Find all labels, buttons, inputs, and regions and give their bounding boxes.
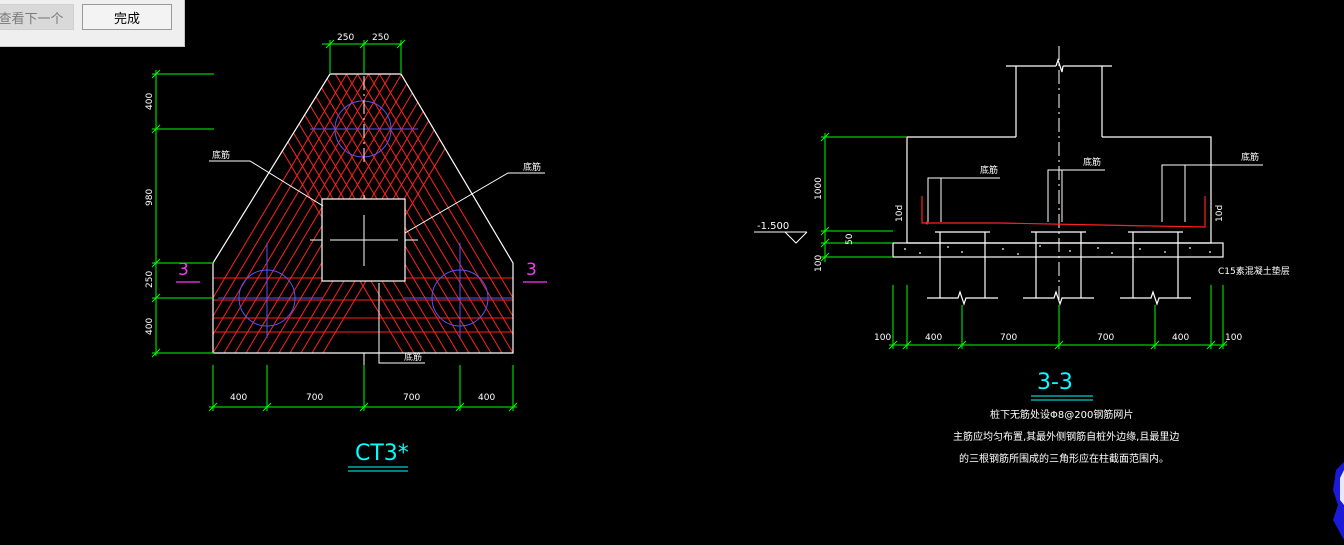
rebar-horizontal (213, 277, 513, 333)
section-left-dim-1: 1000 (814, 177, 824, 200)
aggregate-dot (1069, 250, 1071, 252)
aggregate-dot (1164, 251, 1166, 253)
section-left-dim-3: 100 (814, 255, 824, 272)
leaders-section (927, 164, 1263, 222)
section-title: 3-3 (1037, 370, 1073, 395)
aggregate-dot (1139, 248, 1141, 250)
column-stub (1006, 58, 1112, 137)
leader-label-bottom: 底筋 (404, 351, 422, 363)
plan-view: 底筋 底筋 底筋 3 3 250 250 (145, 33, 547, 472)
piles-section (927, 231, 1191, 306)
rebar-line (213, 74, 389, 353)
section-bottom-dim-3: 700 (1000, 333, 1017, 343)
view-next-button[interactable]: 查看下一个 (0, 4, 74, 30)
section-leader-1: 底筋 (980, 164, 998, 176)
side-label-right: 10d (1215, 205, 1225, 222)
aggregate-dot (919, 252, 921, 254)
section-mark-left: 3 (178, 260, 189, 280)
bottom-rebar (921, 196, 1206, 228)
bottom-dimension (208, 365, 518, 412)
section-bottom-dim-1: 100 (874, 333, 891, 343)
toolbar-dialog: 查看下一个 完成 (0, 0, 185, 47)
note-line-2: 主筋应均匀布置,其最外侧钢筋自桩外边缘,且最里边 (953, 430, 1179, 443)
section-view: 底筋 底筋 底筋 10d 10d -1.500 1000 50 100 (754, 46, 1290, 465)
aggregate-dot (1097, 247, 1099, 249)
aggregate-dot (961, 251, 963, 253)
section-mark-right: 3 (526, 260, 537, 280)
cushion-label: C15素混凝土垫层 (1218, 265, 1290, 277)
aggregate-dot (904, 248, 906, 250)
leader-label-right: 底筋 (523, 161, 541, 173)
left-dim-4: 400 (145, 318, 155, 335)
leaders (209, 160, 545, 364)
rebar-line (359, 74, 513, 353)
top-dim-2: 250 (372, 33, 389, 43)
section-left-dimension (820, 132, 907, 262)
rebar-line (213, 74, 378, 353)
elevation-mark (754, 231, 808, 244)
bottom-dim-1: 400 (230, 393, 247, 403)
note-line-1: 桩下无筋处设Φ8@200钢筋网片 (990, 408, 1133, 421)
left-dim-2: 980 (145, 189, 155, 206)
rebar-line (348, 74, 513, 353)
rebar-line (223, 74, 400, 353)
section-bottom-dim-2: 400 (925, 333, 942, 343)
section-bottom-dim-5: 400 (1172, 333, 1189, 343)
rebar-line (326, 74, 503, 353)
aggregate-dot (1039, 245, 1041, 247)
rebar-line (337, 74, 513, 353)
leader-label-left: 底筋 (212, 149, 230, 161)
aggregate-dot (1209, 251, 1211, 253)
aggregate-dot (1017, 253, 1019, 255)
top-dim-1: 250 (337, 33, 354, 43)
section-bottom-dimension (888, 285, 1228, 350)
top-dimension (322, 39, 406, 74)
left-dim-1: 400 (145, 93, 155, 110)
section-bottom-dim-4: 700 (1097, 333, 1114, 343)
left-dim-3: 250 (145, 271, 155, 288)
aggregate-dot (947, 246, 949, 248)
cushion-layer (892, 242, 1224, 258)
left-dimension (151, 69, 214, 358)
bottom-dim-3: 700 (403, 393, 420, 403)
section-left-dim-2: 50 (845, 233, 855, 245)
rebar-line (213, 74, 356, 353)
plan-title: CT3* (355, 441, 409, 466)
section-bottom-dim-6: 100 (1225, 333, 1242, 343)
bottom-dim-2: 700 (306, 393, 323, 403)
rebar-line (370, 74, 513, 353)
aggregate-dot (1189, 247, 1191, 249)
side-label-left: 10d (895, 205, 905, 222)
bottom-dim-4: 400 (478, 393, 495, 403)
aggregate-dot (1002, 248, 1004, 250)
done-button[interactable]: 完成 (82, 4, 172, 30)
elevation-value: -1.500 (757, 221, 789, 232)
aggregate-dot (1111, 252, 1113, 254)
section-leader-3: 底筋 (1241, 151, 1259, 163)
rebar-line (213, 74, 367, 353)
section-leader-2: 底筋 (1083, 156, 1101, 168)
cushion-dots (904, 245, 1211, 255)
note-line-3: 的三根钢筋所围成的三角形应在柱截面范围内。 (959, 452, 1169, 465)
